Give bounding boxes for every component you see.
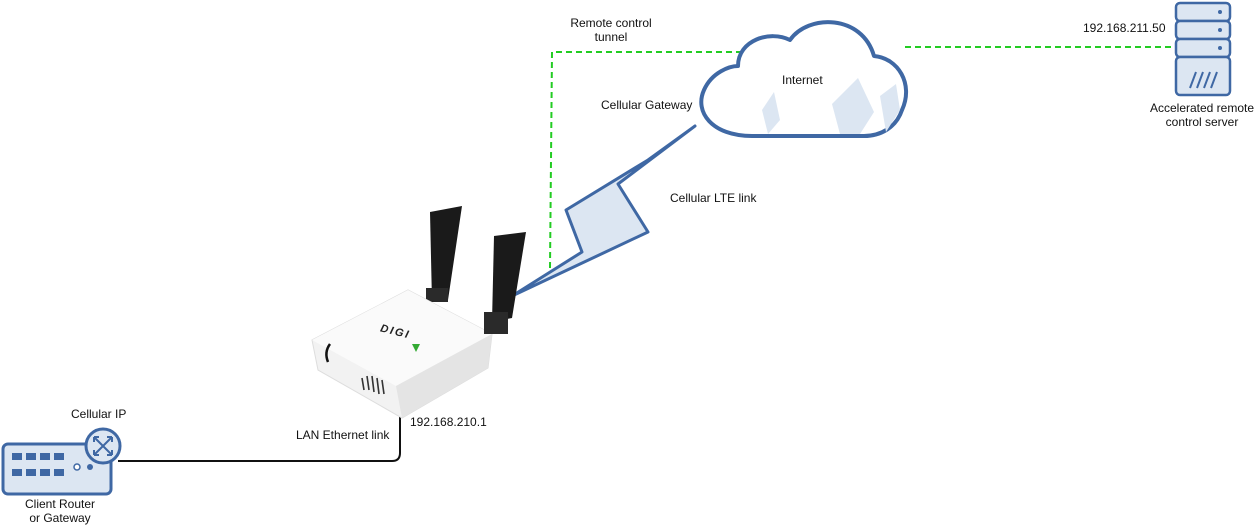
cloud-icon: [699, 20, 908, 138]
gateway-ip-label: 192.168.210.1: [410, 415, 487, 429]
tunnel-label-line-2: tunnel: [594, 30, 628, 44]
server-name-line-2: control server: [1165, 115, 1239, 129]
server-name-label: Accelerated remote control server: [1146, 101, 1258, 129]
cellular-gateway-device: [311, 206, 526, 419]
tunnel-label-line-1: Remote control: [570, 16, 652, 30]
server-icon: [1174, 1, 1232, 97]
internet-label: Internet: [782, 73, 823, 87]
client-name-line-2: or Gateway: [29, 511, 91, 525]
router-icon: [1, 427, 122, 496]
cellular-gateway-label: Cellular Gateway: [601, 98, 693, 112]
client-name-label: Client Router or Gateway: [10, 497, 110, 525]
lightning-bolt-link: [510, 124, 697, 298]
tunnel-label: Remote control tunnel: [561, 16, 661, 44]
remote-control-tunnel-line: [549, 46, 1178, 269]
lan-link-label: LAN Ethernet link: [296, 428, 390, 442]
server-ip-label: 192.168.211.50: [1083, 21, 1166, 35]
client-name-line-1: Client Router: [24, 497, 96, 511]
lte-link-label: Cellular LTE link: [670, 191, 757, 205]
lan-ethernet-cable: [118, 410, 401, 462]
cellular-ip-label: Cellular IP: [71, 407, 127, 421]
server-name-line-1: Accelerated remote: [1149, 101, 1255, 115]
